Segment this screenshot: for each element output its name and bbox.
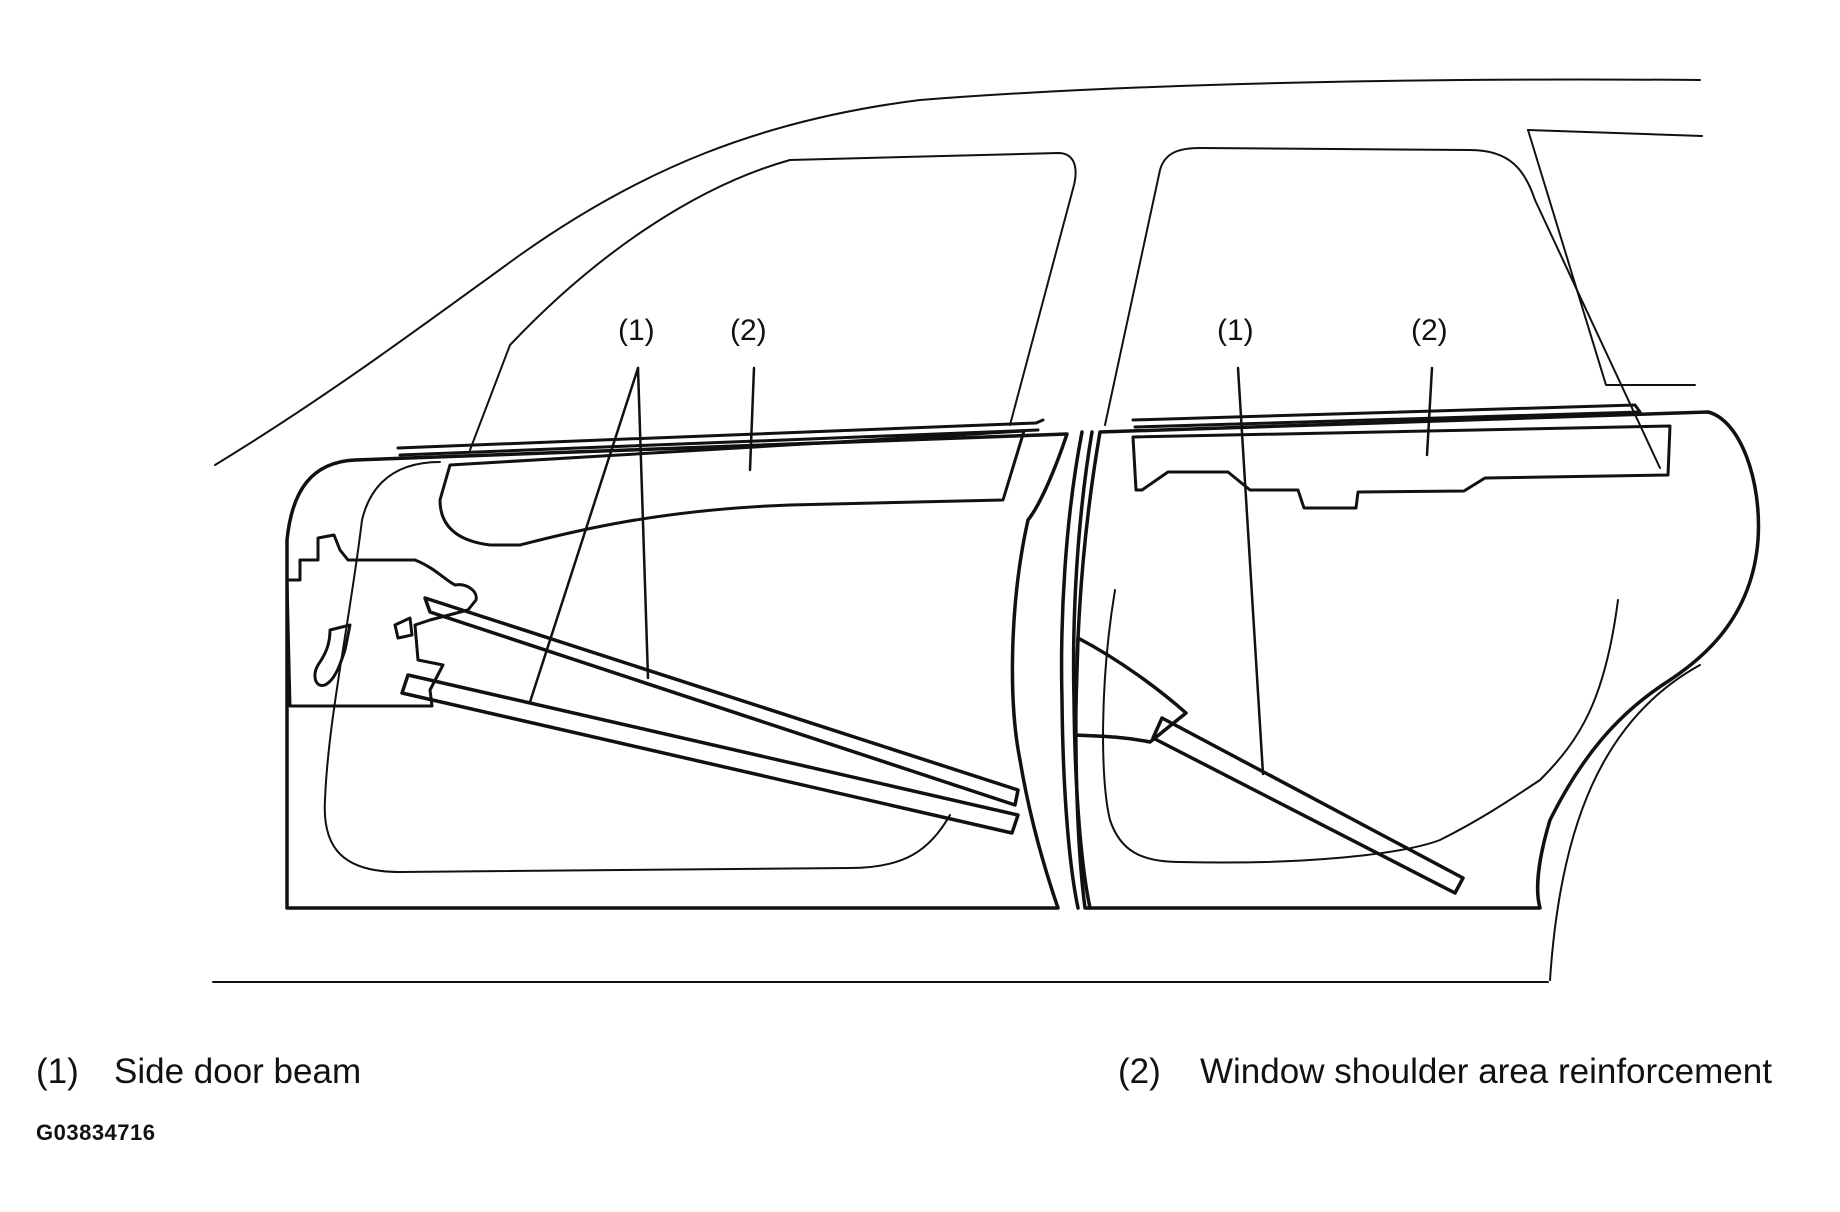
window-openings [469,147,1661,469]
callout-front-reinforcement: (2) [730,314,767,347]
leader-rear-beam [1236,366,1265,776]
callout-front-beam: (1) [618,314,655,347]
leader-rear-reinforcement [1425,366,1434,457]
front-door-latch-mechanism [285,533,478,708]
rear-side-door-beam [1151,716,1465,895]
leader-front-beam-upper [636,366,650,680]
legend-item-window-shoulder-reinforcement: (2) Window shoulder area reinforcement [1118,1052,1772,1092]
leader-front-beam-lower [528,366,640,704]
leader-lines [528,366,1434,776]
legend-label: Side door beam [114,1052,362,1091]
rear-window-frame [1104,147,1661,469]
callout-rear-reinforcement: (2) [1411,314,1448,347]
rear-door-inner-line [1102,589,1619,864]
leader-front-reinforcement [748,366,756,472]
rear-door-latch-plate [1073,636,1188,744]
legend-item-side-door-beam: (1) Side door beam [36,1052,361,1092]
callout-rear-beam: (1) [1217,314,1254,347]
rear-window-shoulder-reinforcement [1131,403,1642,422]
b-pillar-gap [1059,430,1094,910]
front-window-shoulder-reinforcement [396,418,1045,450]
front-side-door-beam-upper [423,596,1020,807]
figure-id: G03834716 [36,1120,156,1145]
rear-door-panel [1074,410,1761,910]
legend-number: (1) [36,1052,79,1091]
front-door-inner-line [323,461,951,873]
front-side-door-beam-lower [400,673,1020,835]
legend-number: (2) [1118,1052,1161,1091]
callout-labels: (1) (2) (1) (2) [618,314,1448,347]
front-window-frame [469,152,1077,451]
rear-door [1073,403,1761,910]
legend-label: Window shoulder area reinforcement [1200,1052,1772,1091]
vehicle-body-outline [212,78,1703,983]
front-door-panel [285,432,1069,910]
front-door [285,418,1069,910]
